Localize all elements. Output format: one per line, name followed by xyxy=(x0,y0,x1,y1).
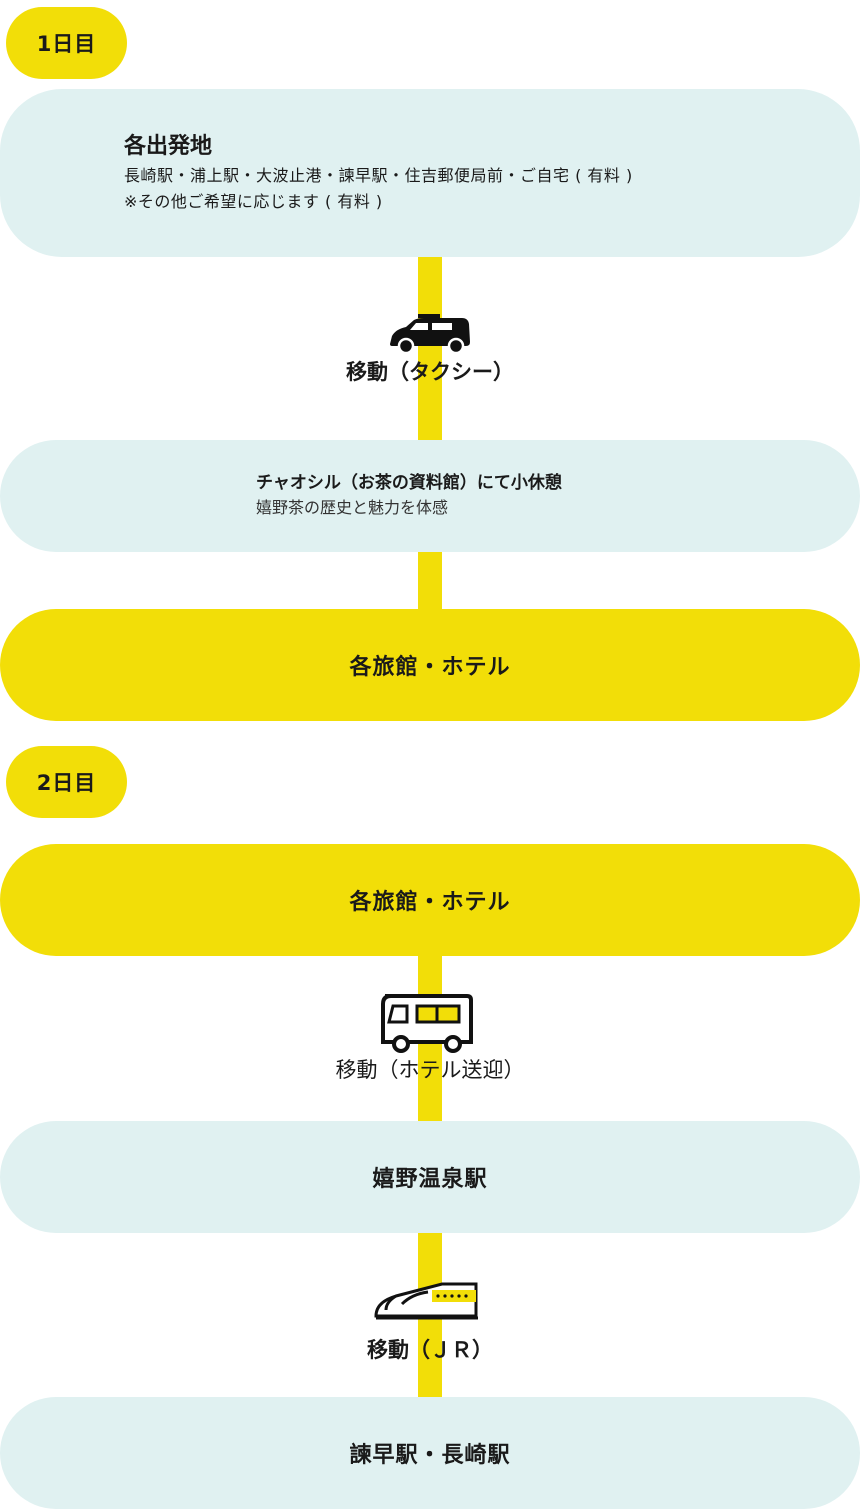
move-jr-label: 移動（ＪＲ） xyxy=(367,1338,493,1362)
day1-badge: 1日目 xyxy=(6,7,127,79)
origin-box: 各出発地 長崎駅・浦上駅・大波止港・諫早駅・住吉郵便局前・ご自宅 ( 有料 ) … xyxy=(0,89,860,257)
rest-stop-title: チャオシル（お茶の資料館）にて小休憩 xyxy=(256,473,562,493)
rest-stop-box: チャオシル（お茶の資料館）にて小休憩 嬉野茶の歴史と魅力を体感 xyxy=(0,440,860,552)
station-box: 嬉野温泉駅 xyxy=(0,1121,860,1233)
day2-hotel-box: 各旅館・ホテル xyxy=(0,844,860,956)
bus-icon xyxy=(381,994,473,1053)
destination-label: 諫早駅・長崎駅 xyxy=(349,1443,511,1468)
origin-note: ※その他ご希望に応じます ( 有料 ) xyxy=(124,192,383,211)
taxi-icon xyxy=(390,314,470,355)
station-label: 嬉野温泉駅 xyxy=(372,1167,488,1192)
track-segment xyxy=(418,256,442,442)
destination-box: 諫早駅・長崎駅 xyxy=(0,1397,860,1509)
day1-hotel-label: 各旅館・ホテル xyxy=(349,655,511,680)
origin-title: 各出発地 xyxy=(124,134,213,159)
bullet-train-icon xyxy=(374,1282,478,1320)
move-shuttle-label: 移動（ホテル送迎） xyxy=(335,1058,525,1082)
rest-stop-description: 嬉野茶の歴史と魅力を体感 xyxy=(256,498,449,517)
track-segment xyxy=(418,550,442,612)
day1-hotel-box: 各旅館・ホテル xyxy=(0,609,860,721)
move-taxi-label: 移動（タクシー） xyxy=(346,360,514,384)
day2-hotel-label: 各旅館・ホテル xyxy=(349,890,511,915)
day2-badge: 2日目 xyxy=(6,746,127,818)
origin-locations: 長崎駅・浦上駅・大波止港・諫早駅・住吉郵便局前・ご自宅 ( 有料 ) xyxy=(124,166,633,185)
